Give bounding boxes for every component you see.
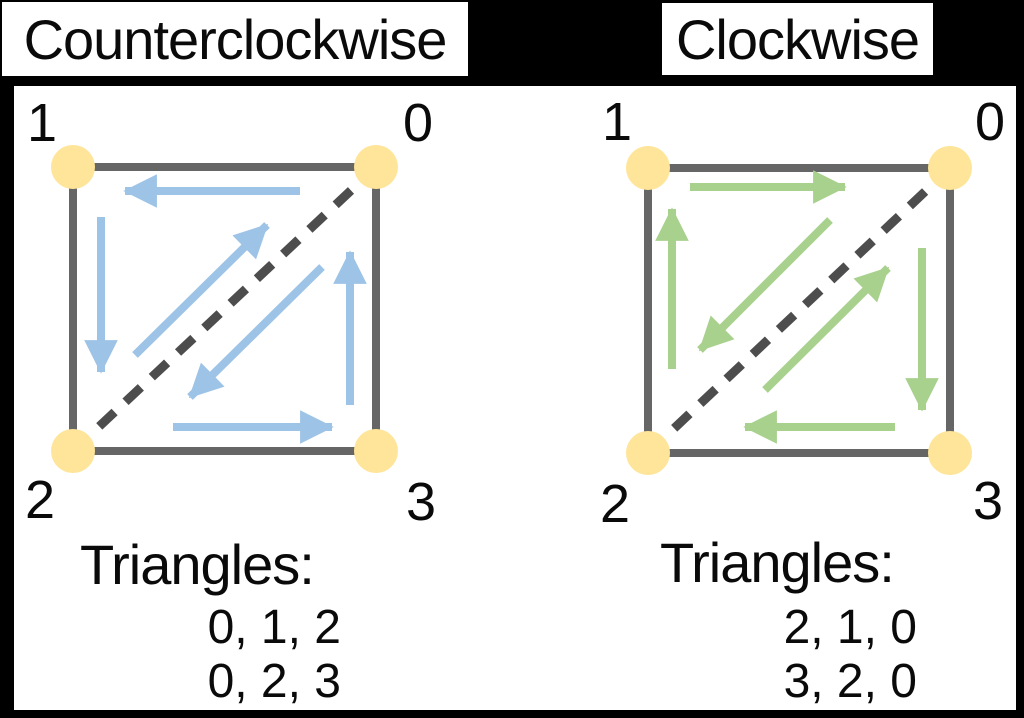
- vertex-dot-2: [51, 429, 95, 473]
- triangle-indices: 0, 1, 2: [207, 601, 341, 654]
- counterclockwise-quad-diagram: 0 1 2 3: [25, 93, 436, 532]
- vertex-dot-2: [626, 431, 670, 475]
- triangle-indices: 0, 2, 3: [207, 655, 341, 708]
- title-counterclockwise-label: Counterclockwise: [23, 7, 448, 71]
- winding-arrow-2-to-0: [132, 222, 270, 358]
- vertex-label-2: 2: [25, 470, 55, 530]
- vertex-dot-0: [928, 146, 972, 190]
- vertex-label-3: 3: [406, 472, 436, 532]
- vertex-dot-1: [51, 145, 95, 189]
- vertex-label-0: 0: [975, 92, 1005, 152]
- diagonal-split-dashed-line: [69, 163, 380, 455]
- vertex-dot-0: [354, 145, 398, 189]
- vertex-dot-3: [928, 431, 972, 475]
- triangle-indices: 3, 2, 0: [783, 655, 917, 708]
- vertex-label-0: 0: [403, 93, 433, 153]
- triangle-indices: 2, 1, 0: [783, 601, 917, 654]
- triangles-heading-cw: Triangles:: [660, 531, 895, 594]
- triangle-list-ccw: 0, 1, 2 0, 2, 3: [141, 601, 341, 709]
- vertex-label-1: 1: [602, 92, 632, 152]
- triangles-heading-ccw: Triangles:: [80, 533, 315, 596]
- vertex-label-1: 1: [27, 93, 57, 153]
- winding-arrow-0-to-2: [697, 217, 833, 353]
- vertex-label-3: 3: [973, 471, 1003, 531]
- triangle-list-cw: 2, 1, 0 3, 2, 0: [717, 601, 917, 709]
- winding-arrow-2-to-0: [762, 265, 891, 393]
- diagonal-split-dashed-line: [644, 164, 954, 457]
- title-clockwise: Clockwise: [662, 3, 933, 75]
- clockwise-quad-diagram: 0 1 2 3: [600, 92, 1005, 534]
- diagram-panel: 0 1 2 3 0 1 2 3 Triangles: 0, 1, 2 0, 2, 3 Tri…: [14, 86, 1016, 710]
- vertex-label-2: 2: [600, 474, 630, 534]
- vertex-dot-1: [626, 146, 670, 190]
- title-counterclockwise: Counterclockwise: [2, 2, 468, 76]
- winding-arrow-0-to-2: [187, 264, 325, 400]
- title-clockwise-label: Clockwise: [675, 7, 920, 71]
- vertex-dot-3: [354, 429, 398, 473]
